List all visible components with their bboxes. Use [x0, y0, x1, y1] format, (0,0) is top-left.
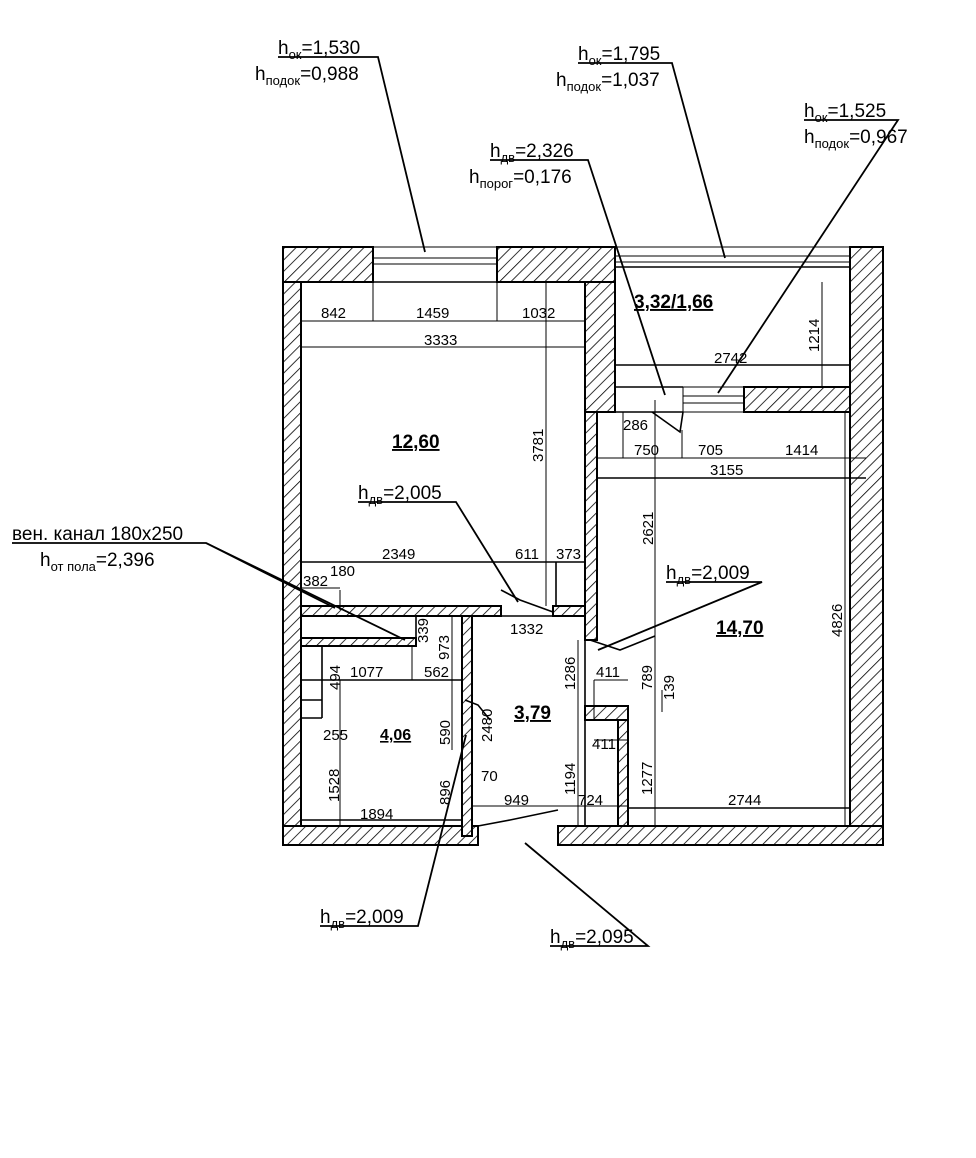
dim-label: 255: [323, 727, 348, 744]
svg-text:hподок=0,988: hподок=0,988: [255, 64, 359, 88]
svg-text:hдв=2,095: hдв=2,095: [550, 927, 634, 951]
wall-room-a-bottom: [300, 605, 502, 617]
dim-label: 339: [415, 618, 432, 643]
svg-text:hподок=1,037: hподок=1,037: [556, 70, 660, 94]
balcony-door-annotation: hдв=2,326 hпорог=0,176: [469, 141, 574, 191]
dim-label: 139: [661, 675, 678, 700]
dim-label: 411: [592, 736, 616, 753]
dim-label: 2349: [382, 546, 415, 563]
dim-label: 494: [327, 665, 344, 690]
door-annotation-1: hдв=2,005: [358, 483, 442, 507]
dim-label: 1332: [510, 621, 543, 638]
svg-text:hпорог=0,176: hпорог=0,176: [469, 167, 572, 191]
dim-label: 3155: [710, 462, 743, 479]
dim-label: 2480: [479, 709, 496, 742]
wall-right: [849, 246, 884, 846]
dim-label: 2744: [728, 792, 761, 809]
vent-annotation: вен. канал 180х250 hот пола=2,396: [12, 524, 183, 574]
wall-partition-a: [584, 281, 616, 413]
wall-partition-b: [584, 411, 598, 641]
wall-top-a: [282, 246, 374, 283]
dim-label: 3781: [530, 429, 547, 462]
door-annotation-4: hдв=2,095: [550, 927, 634, 951]
svg-text:hок=1,525: hок=1,525: [804, 101, 886, 125]
door-room-b: [589, 635, 656, 651]
svg-text:hдв=2,326: hдв=2,326: [490, 141, 574, 165]
bath-area: 4,06: [380, 727, 411, 744]
svg-text:hдв=2,009: hдв=2,009: [666, 563, 750, 587]
dim-label: 3333: [424, 332, 457, 349]
dim-label: 1194: [562, 763, 579, 795]
dim-label: 973: [436, 635, 453, 660]
svg-text:hок=1,530: hок=1,530: [278, 38, 360, 62]
balcony-area: 3,32/1,66: [634, 292, 713, 313]
dim-label: 1894: [360, 806, 393, 823]
wall-bottom-left: [282, 825, 479, 846]
walls: [282, 246, 884, 846]
window-frames: [372, 246, 851, 413]
door-room-a: [500, 589, 554, 613]
wall-top-b: [496, 246, 616, 283]
dim-label: 750: [634, 442, 659, 459]
window-annotation-1: hок=1,530 hподок=0,988: [255, 38, 360, 88]
dim-label: 1459: [416, 305, 449, 322]
room-a-area: 12,60: [392, 432, 440, 453]
leader-lines: [12, 56, 900, 947]
dim-label: 1214: [806, 319, 823, 352]
dim-label: 1528: [326, 769, 343, 802]
door-annotation-3: hдв=2,009: [320, 907, 404, 931]
door-entrance: [477, 809, 559, 827]
svg-text:hдв=2,005: hдв=2,005: [358, 483, 442, 507]
dim-label: 789: [639, 665, 656, 690]
dim-label: 373: [556, 546, 581, 563]
svg-text:hдв=2,009: hдв=2,009: [320, 907, 404, 931]
dim-label: 2742: [714, 350, 747, 367]
wall-room-b-left: [617, 719, 629, 827]
dim-label: 2621: [640, 512, 657, 545]
dim-label: 1286: [562, 657, 579, 690]
door-balcony: [651, 411, 684, 434]
dim-label: 411: [596, 664, 620, 681]
dim-label: 1032: [522, 305, 555, 322]
dim-label: 70: [481, 768, 498, 785]
dim-label: 705: [698, 442, 723, 459]
door-annotation-2: hдв=2,009: [666, 563, 750, 587]
window-annotation-3: hок=1,525 hподок=0,967: [804, 101, 908, 151]
room-areas: 12,60 3,32/1,66 14,70 3,79 4,06: [380, 292, 764, 744]
wall-small: [584, 705, 629, 721]
dimension-lines: [301, 282, 866, 826]
dim-label: 590: [437, 720, 454, 745]
dim-label: 611: [515, 546, 539, 563]
dim-label: 382: [303, 573, 328, 590]
door-bath: [464, 699, 491, 721]
dim-label: 724: [578, 792, 603, 809]
dim-label: 562: [424, 664, 449, 681]
svg-text:hот пола=2,396: hот пола=2,396: [40, 550, 155, 574]
svg-text:hподок=0,967: hподок=0,967: [804, 127, 908, 151]
dim-label: 180: [330, 563, 355, 580]
wall-bath-right: [461, 615, 473, 837]
hall-area: 3,79: [514, 703, 551, 724]
window-annotation-2: hок=1,795 hподок=1,037: [556, 44, 660, 94]
svg-text:вен. канал 180х250: вен. канал 180х250: [12, 524, 183, 545]
inner-lines: [300, 266, 866, 826]
dim-label: 4826: [829, 604, 846, 637]
svg-text:hок=1,795: hок=1,795: [578, 44, 660, 68]
dim-label: 1277: [639, 762, 656, 795]
room-b-area: 14,70: [716, 618, 764, 639]
dim-label: 896: [437, 780, 454, 805]
wall-balcony-bottom: [743, 386, 851, 413]
dim-label: 949: [504, 792, 529, 809]
dim-label: 1414: [785, 442, 818, 459]
dim-label: 842: [321, 305, 346, 322]
wall-bottom-right: [557, 825, 884, 846]
dim-label: 286: [623, 417, 648, 434]
wall-bath-top: [300, 637, 417, 647]
dimension-labels: 842 1459 1032 3333 3781 2742 1214 286 75…: [303, 305, 846, 823]
wall-room-a-bottom-b: [552, 605, 586, 617]
dim-label: 1077: [350, 664, 383, 681]
wall-left: [282, 246, 302, 846]
doors: [464, 411, 684, 827]
